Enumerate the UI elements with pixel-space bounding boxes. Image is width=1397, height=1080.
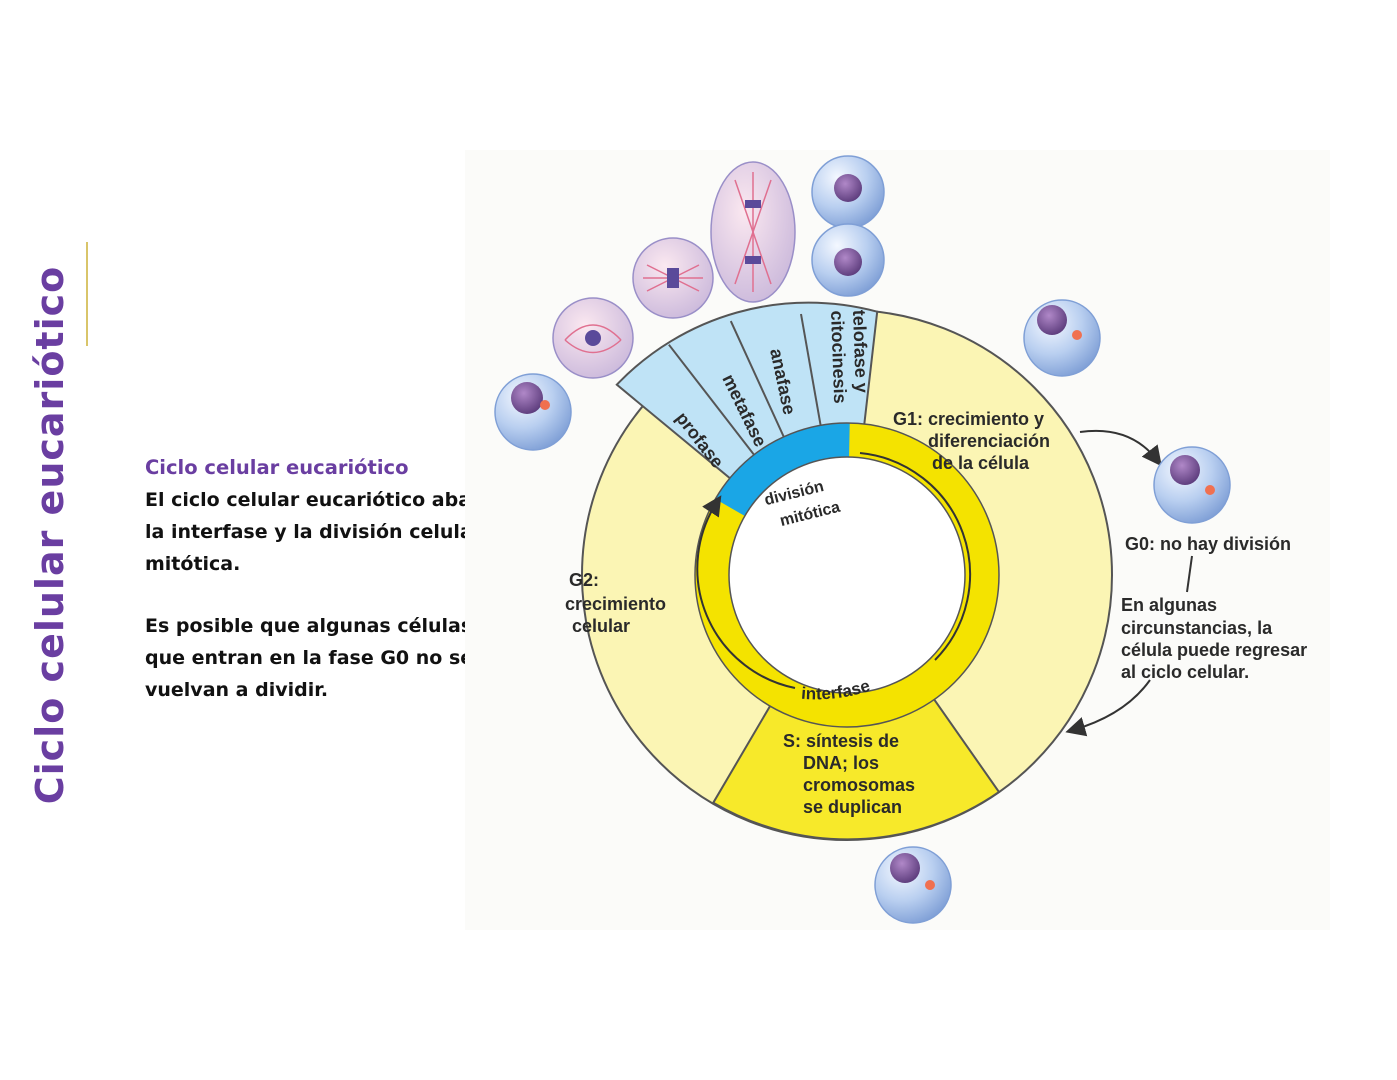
paragraph-1: El ciclo celular eucariótico abarca la i… xyxy=(145,489,505,575)
g0-note: En algunas circunstancias, la célula pue… xyxy=(1121,595,1312,682)
s-phase-label: S: síntesis de DNA; los cromosomas se du… xyxy=(783,731,920,817)
g0-connector xyxy=(1186,555,1193,593)
g2-label: G2: crecimiento celular xyxy=(565,570,671,636)
title-divider xyxy=(86,242,88,346)
ring-arrow-interphase xyxy=(859,452,972,661)
wheel-center xyxy=(728,456,966,694)
paragraph-2: Es posible que algunas células que entra… xyxy=(145,615,474,701)
arrow-back-to-cycle xyxy=(1065,679,1151,737)
g1-label: G1: crecimiento y diferenciación de la c… xyxy=(893,409,1055,473)
cell-cycle-svg: interfase división mitótica profase meta… xyxy=(465,150,1330,930)
cell-cycle-diagram: interfase división mitótica profase meta… xyxy=(465,150,1330,930)
cell-telofase xyxy=(811,155,885,297)
cell-metafase xyxy=(632,237,714,319)
telofase-label: telofase y citocinesis xyxy=(827,309,872,403)
vertical-title: Ciclo celular eucariótico xyxy=(28,265,72,805)
mitosis-ring xyxy=(715,422,850,517)
g0-label: G0: no hay división xyxy=(1125,534,1291,554)
cell-g2 xyxy=(494,373,572,451)
cell-profase xyxy=(552,297,634,379)
subheading: Ciclo celular eucariótico xyxy=(145,456,409,479)
ring-arrow-left xyxy=(696,495,796,689)
vertical-title-container: Ciclo celular eucariótico xyxy=(18,266,82,805)
cell-g1 xyxy=(1023,299,1101,377)
text-block: Ciclo celular eucariótico El ciclo celul… xyxy=(145,452,505,706)
cell-g0 xyxy=(1153,446,1231,524)
arrow-to-g0 xyxy=(1079,429,1162,467)
cell-anafase xyxy=(710,161,796,303)
cell-s-phase xyxy=(874,846,952,924)
